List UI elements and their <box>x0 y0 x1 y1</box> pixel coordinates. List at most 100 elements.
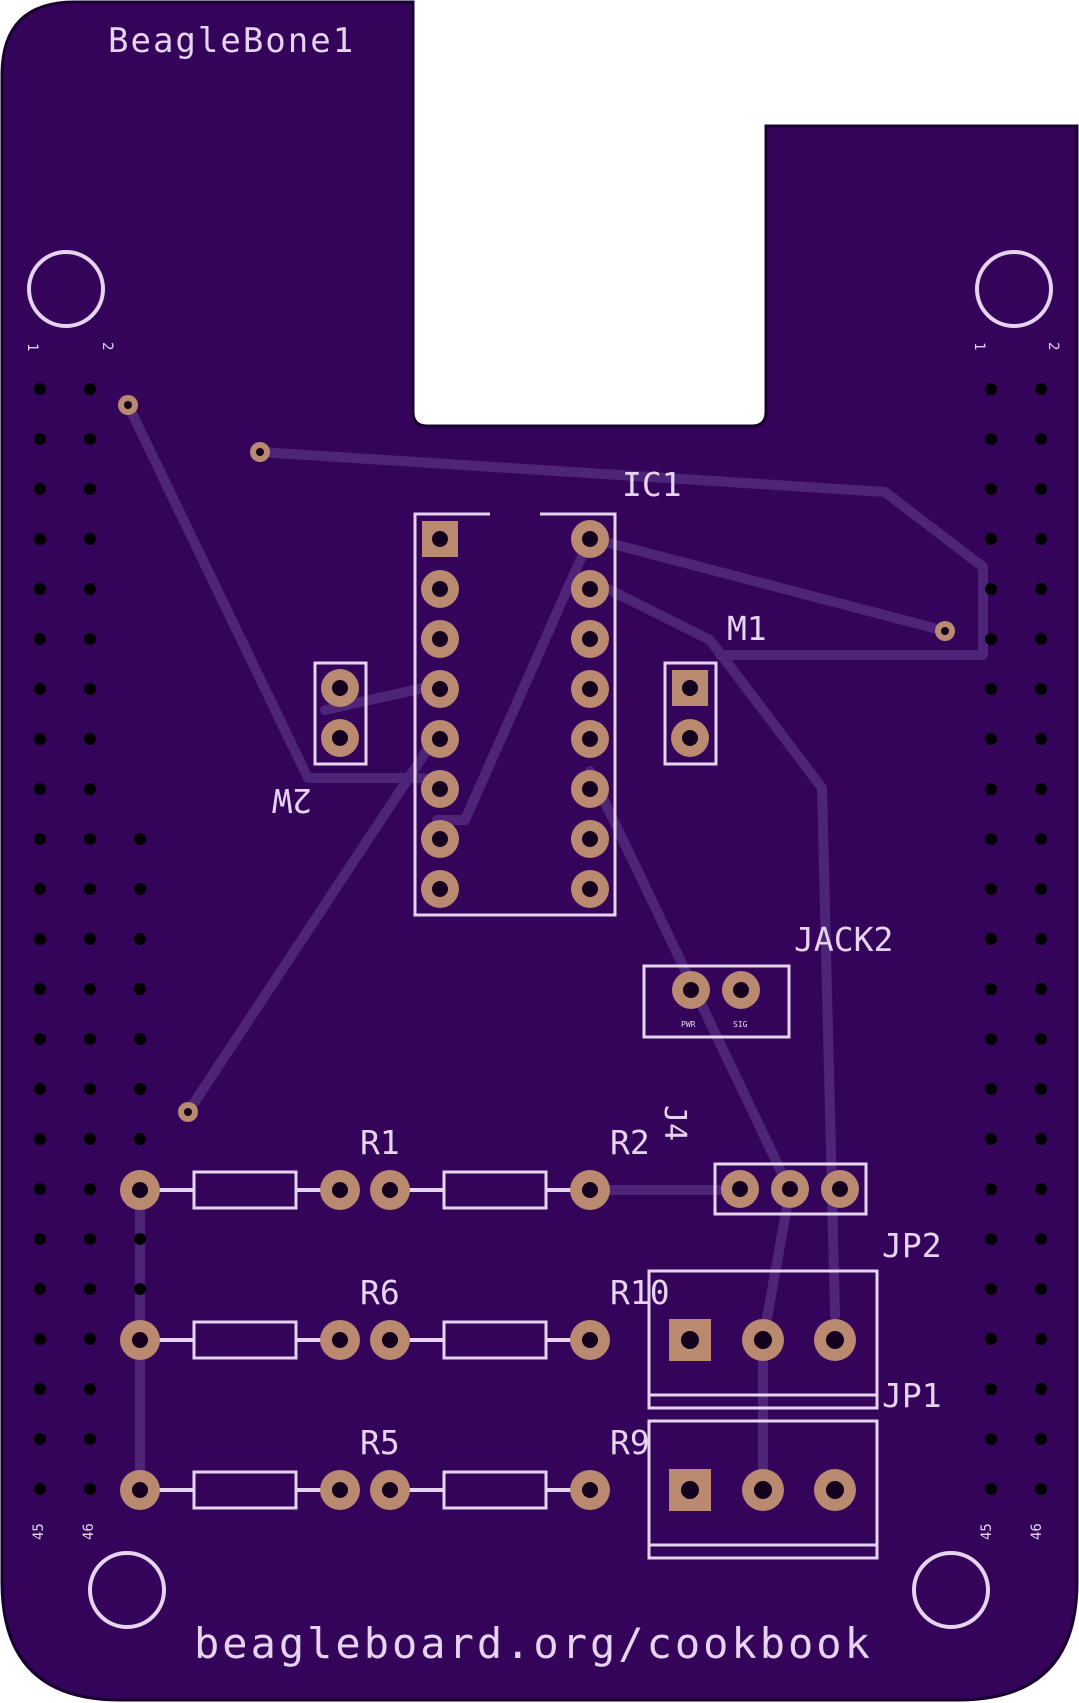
pad-drill <box>682 730 698 746</box>
pad-drill <box>826 1481 844 1499</box>
header-hole <box>34 1183 46 1195</box>
pad-drill <box>332 1332 348 1348</box>
header-hole <box>985 883 997 895</box>
header-hole <box>985 433 997 445</box>
header-hole <box>34 533 46 545</box>
header-hole <box>985 1183 997 1195</box>
header-hole <box>1035 933 1047 945</box>
pad-drill <box>432 631 448 647</box>
header-label-left-45: 45 <box>31 1523 47 1540</box>
header-hole <box>84 1283 96 1295</box>
header-hole <box>1035 483 1047 495</box>
r5-label: R5 <box>360 1423 400 1462</box>
pad-drill <box>681 1331 699 1349</box>
pad-drill <box>332 730 348 746</box>
board-title: BeagleBone1 <box>108 21 355 61</box>
header-hole <box>34 1133 46 1145</box>
header-hole <box>84 433 96 445</box>
header-hole <box>985 833 997 845</box>
r1-label: R1 <box>360 1123 400 1162</box>
pad-drill <box>332 680 348 696</box>
pad-drill <box>582 831 598 847</box>
header-hole <box>985 1333 997 1345</box>
r6-label: R6 <box>360 1273 400 1312</box>
header-hole <box>84 1383 96 1395</box>
header-hole <box>134 1233 146 1245</box>
header-hole <box>985 1433 997 1445</box>
pad-drill <box>733 982 749 998</box>
pad-drill <box>582 1482 598 1498</box>
header-hole <box>985 683 997 695</box>
header-hole <box>1035 833 1047 845</box>
header-hole <box>84 1183 96 1195</box>
mounting-holes <box>27 250 1053 1629</box>
pad-drill <box>826 1331 844 1349</box>
header-hole <box>34 733 46 745</box>
header-hole <box>985 1483 997 1495</box>
pad-drill <box>432 831 448 847</box>
header-hole <box>985 583 997 595</box>
pad-drill <box>683 982 699 998</box>
header-hole <box>84 683 96 695</box>
header-label-right-45: 45 <box>979 1523 995 1540</box>
header-hole <box>34 1483 46 1495</box>
pad-drill <box>582 881 598 897</box>
header-hole <box>84 1333 96 1345</box>
silkscreen-outlines <box>158 512 879 1560</box>
pad-drill <box>132 1482 148 1498</box>
header-hole <box>985 1233 997 1245</box>
header-hole <box>34 583 46 595</box>
pad-drill <box>582 681 598 697</box>
header-hole <box>134 1033 146 1045</box>
silkscreen-text: BeagleBone1 beagleboard.org/cookbook IC1… <box>24 21 1061 1668</box>
pad-drill <box>432 781 448 797</box>
header-hole <box>134 1133 146 1145</box>
header-hole <box>34 933 46 945</box>
header-hole <box>34 1433 46 1445</box>
header-hole <box>1035 733 1047 745</box>
header-hole <box>84 633 96 645</box>
header-hole <box>134 833 146 845</box>
header-hole <box>985 633 997 645</box>
header-hole <box>84 933 96 945</box>
header-hole <box>34 1033 46 1045</box>
pad-drill <box>432 581 448 597</box>
header-hole <box>985 1033 997 1045</box>
header-hole <box>985 1383 997 1395</box>
header-hole <box>1035 1183 1047 1195</box>
pad-drill <box>682 680 698 696</box>
pad-drill <box>681 1481 699 1499</box>
header-hole <box>34 983 46 995</box>
component-pads <box>118 395 955 1511</box>
r2-label: R2 <box>610 1123 650 1162</box>
header-hole <box>1035 533 1047 545</box>
ic1-label: IC1 <box>622 465 682 504</box>
header-hole <box>34 433 46 445</box>
header-hole <box>134 1283 146 1295</box>
header-hole <box>34 683 46 695</box>
header-label-left-46: 46 <box>81 1523 97 1540</box>
pad-drill <box>832 1181 848 1197</box>
via-drill <box>256 448 264 456</box>
header-hole <box>84 1433 96 1445</box>
pad-drill <box>582 1332 598 1348</box>
via-drill <box>184 1108 192 1116</box>
header-hole <box>1035 1133 1047 1145</box>
r10-label: R10 <box>610 1273 670 1312</box>
pad-drill <box>132 1182 148 1198</box>
header-hole <box>1035 1033 1047 1045</box>
header-hole <box>84 1033 96 1045</box>
pad-drill <box>432 731 448 747</box>
r9-label: R9 <box>610 1423 650 1462</box>
board-url: beagleboard.org/cookbook <box>194 1619 873 1668</box>
header-hole <box>1035 883 1047 895</box>
header-hole <box>84 533 96 545</box>
header-hole <box>1035 983 1047 995</box>
header-pin-holes <box>34 383 1047 1495</box>
header-hole <box>84 883 96 895</box>
header-hole <box>1035 433 1047 445</box>
pad-drill <box>754 1331 772 1349</box>
header-hole <box>34 1383 46 1395</box>
header-hole <box>1035 1333 1047 1345</box>
